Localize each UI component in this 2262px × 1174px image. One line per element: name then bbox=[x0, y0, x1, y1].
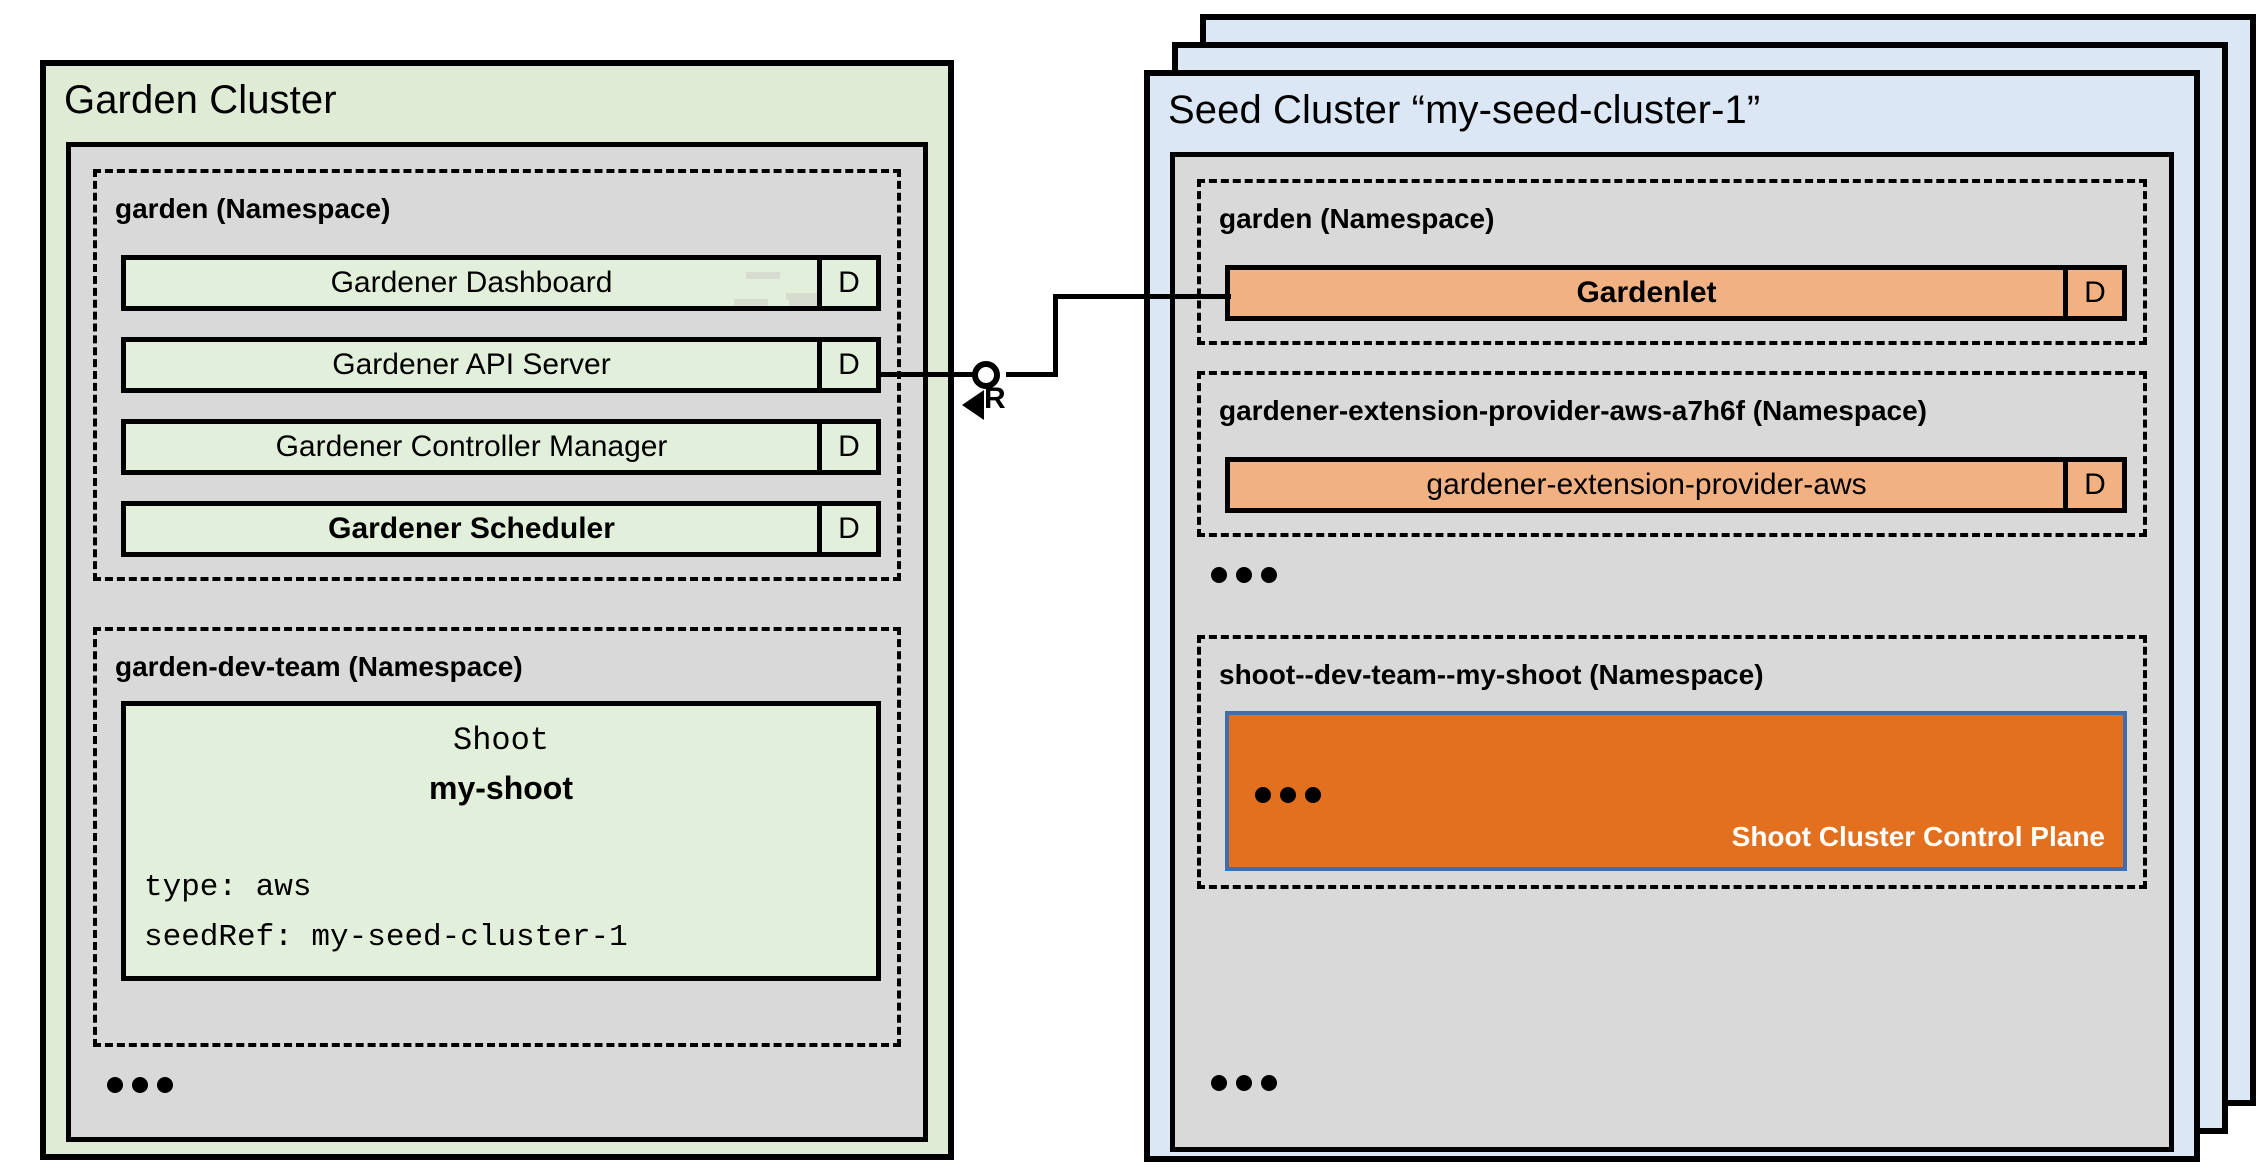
connector-segment-top bbox=[1053, 294, 1231, 299]
garden-cluster-title: Garden Cluster bbox=[64, 78, 337, 122]
watermark-mark bbox=[789, 300, 817, 306]
seed-cluster-bottom-ellipsis bbox=[1211, 1075, 1277, 1091]
namespace-garden-label: garden (Namespace) bbox=[115, 193, 391, 224]
component-gardener-api-server[interactable]: Gardener API Server D bbox=[121, 337, 881, 393]
connector-label: R bbox=[984, 382, 1006, 415]
connector-arrow-icon bbox=[962, 390, 984, 420]
seed-cluster-middle-ellipsis bbox=[1211, 567, 1277, 583]
component-label: Gardener Controller Manager bbox=[275, 430, 668, 463]
watermark-mark bbox=[786, 293, 817, 300]
shoot-name-label: my-shoot bbox=[429, 770, 573, 806]
namespace-garden-dev-team: garden-dev-team (Namespace) Shoot my-sho… bbox=[93, 627, 901, 1047]
seed-namespace-shoot-label: shoot--dev-team--my-shoot (Namespace) bbox=[1219, 659, 1764, 690]
seed-namespace-garden: garden (Namespace) Gardenlet D bbox=[1197, 179, 2147, 345]
connector-segment-left bbox=[880, 372, 980, 377]
seed-cluster-panel: garden (Namespace) Gardenlet D gardener-… bbox=[1170, 152, 2174, 1152]
deployment-badge: D bbox=[817, 424, 876, 470]
shoot-field-type: type: aws bbox=[144, 870, 312, 905]
deployment-badge: D bbox=[2063, 270, 2122, 316]
connector-socket-icon bbox=[972, 361, 1000, 389]
garden-cluster-panel: garden (Namespace) Gardener Dashboard D … bbox=[66, 142, 928, 1142]
component-label: Gardener API Server bbox=[332, 348, 611, 381]
component-label: Gardenlet bbox=[1576, 276, 1717, 309]
shoot-kind-label: Shoot bbox=[452, 722, 549, 759]
component-gardenlet[interactable]: Gardenlet D bbox=[1225, 265, 2127, 321]
component-gardener-scheduler[interactable]: Gardener Scheduler D bbox=[121, 501, 881, 557]
deployment-badge: D bbox=[817, 342, 876, 388]
deployment-badge: D bbox=[2063, 462, 2122, 508]
garden-cluster: Garden Cluster garden (Namespace) Garden… bbox=[40, 60, 954, 1160]
shoot-resource-card[interactable]: Shoot my-shoot type: aws seedRef: my-see… bbox=[121, 701, 881, 981]
component-gardener-dashboard[interactable]: Gardener Dashboard D bbox=[121, 255, 881, 311]
connector-segment-riser bbox=[1053, 294, 1058, 377]
component-gardener-extension-provider-aws[interactable]: gardener-extension-provider-aws D bbox=[1225, 457, 2127, 513]
component-label: Gardener Dashboard bbox=[126, 260, 817, 306]
control-plane-more-ellipsis bbox=[1255, 787, 1321, 803]
watermark-mark bbox=[746, 272, 780, 279]
seed-cluster: Seed Cluster “my-seed-cluster-1” garden … bbox=[1144, 70, 2200, 1162]
seed-namespace-extension-provider-aws: gardener-extension-provider-aws-a7h6f (N… bbox=[1197, 371, 2147, 537]
garden-cluster-more-ellipsis bbox=[107, 1077, 173, 1093]
control-plane-label: Shoot Cluster Control Plane bbox=[1731, 821, 2105, 852]
component-label: gardener-extension-provider-aws bbox=[1426, 468, 1867, 501]
shoot-cluster-control-plane[interactable]: Shoot Cluster Control Plane bbox=[1225, 711, 2127, 871]
component-gardener-controller-manager[interactable]: Gardener Controller Manager D bbox=[121, 419, 881, 475]
seed-namespace-shoot-dev-team-my-shoot: shoot--dev-team--my-shoot (Namespace) Sh… bbox=[1197, 635, 2147, 889]
namespace-garden: garden (Namespace) Gardener Dashboard D … bbox=[93, 169, 901, 581]
seed-cluster-title: Seed Cluster “my-seed-cluster-1” bbox=[1168, 88, 1761, 132]
deployment-badge: D bbox=[817, 506, 876, 552]
deployment-badge: D bbox=[817, 260, 876, 306]
watermark-mark bbox=[734, 299, 768, 306]
component-label: Gardener Scheduler bbox=[328, 512, 615, 545]
shoot-field-seedref: seedRef: my-seed-cluster-1 bbox=[144, 920, 628, 955]
connector-segment-mid bbox=[1006, 372, 1058, 377]
seed-namespace-garden-label: garden (Namespace) bbox=[1219, 203, 1495, 234]
seed-namespace-extension-provider-aws-label: gardener-extension-provider-aws-a7h6f (N… bbox=[1219, 395, 1927, 426]
namespace-garden-dev-team-label: garden-dev-team (Namespace) bbox=[115, 651, 523, 682]
